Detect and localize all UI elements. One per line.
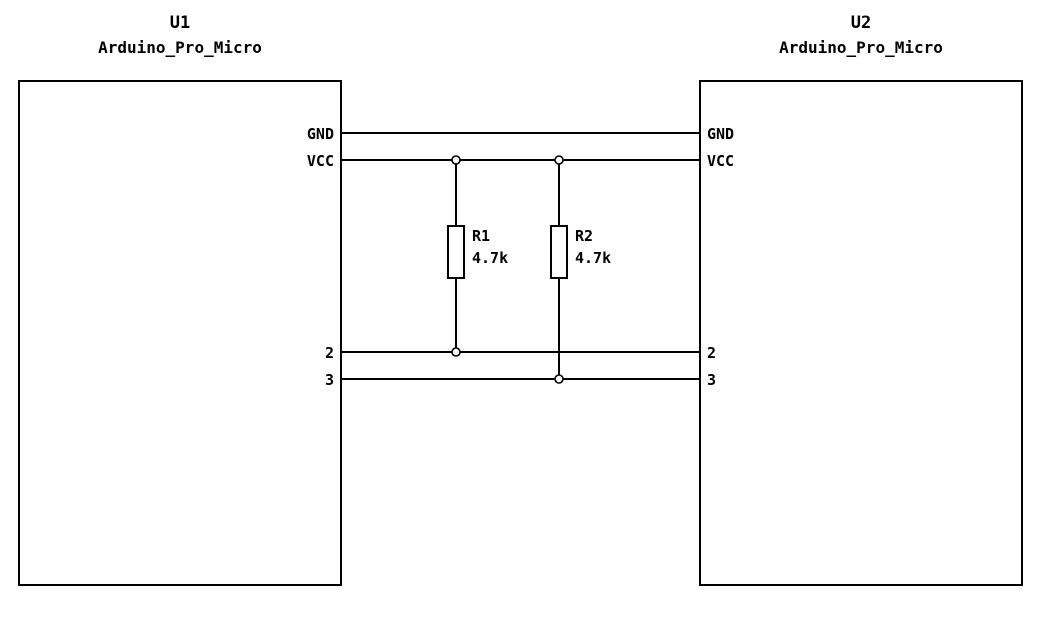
r1-value-label: 4.7k <box>472 249 508 267</box>
u1-pin-3-label: 3 <box>325 371 334 389</box>
r2-reference-label: R2 <box>575 227 593 245</box>
resistor-r1[interactable]: R1 4.7k <box>447 160 508 352</box>
junction-r1-vcc <box>451 155 461 165</box>
u1-pin-2-label: 2 <box>325 344 334 362</box>
r1-reference-label: R1 <box>472 227 490 245</box>
component-u1[interactable]: U1 Arduino_Pro_Micro GND VCC 2 3 <box>18 13 342 586</box>
r2-body[interactable] <box>550 225 568 279</box>
u1-pin-gnd-label: GND <box>307 125 334 143</box>
u2-pin-2-label: 2 <box>707 344 716 362</box>
junction-r2-pin3 <box>554 374 564 384</box>
r1-body[interactable] <box>447 225 465 279</box>
u2-reference-label: U2 <box>851 13 871 33</box>
component-u2[interactable]: U2 Arduino_Pro_Micro GND VCC 2 3 <box>699 13 1023 586</box>
u2-pin-3-label: 3 <box>707 371 716 389</box>
u2-pin-vcc-label: VCC <box>707 152 734 170</box>
u1-reference-label: U1 <box>170 13 190 33</box>
junction-r1-pin2 <box>451 347 461 357</box>
u2-pin-gnd-label: GND <box>707 125 734 143</box>
u2-value-label: Arduino_Pro_Micro <box>779 38 943 57</box>
u2-body[interactable] <box>699 80 1023 586</box>
u1-pin-vcc-label: VCC <box>307 152 334 170</box>
r2-value-label: 4.7k <box>575 249 611 267</box>
u1-value-label: Arduino_Pro_Micro <box>98 38 262 57</box>
resistor-r2[interactable]: R2 4.7k <box>550 160 611 379</box>
u1-body[interactable] <box>18 80 342 586</box>
junction-r2-vcc <box>554 155 564 165</box>
